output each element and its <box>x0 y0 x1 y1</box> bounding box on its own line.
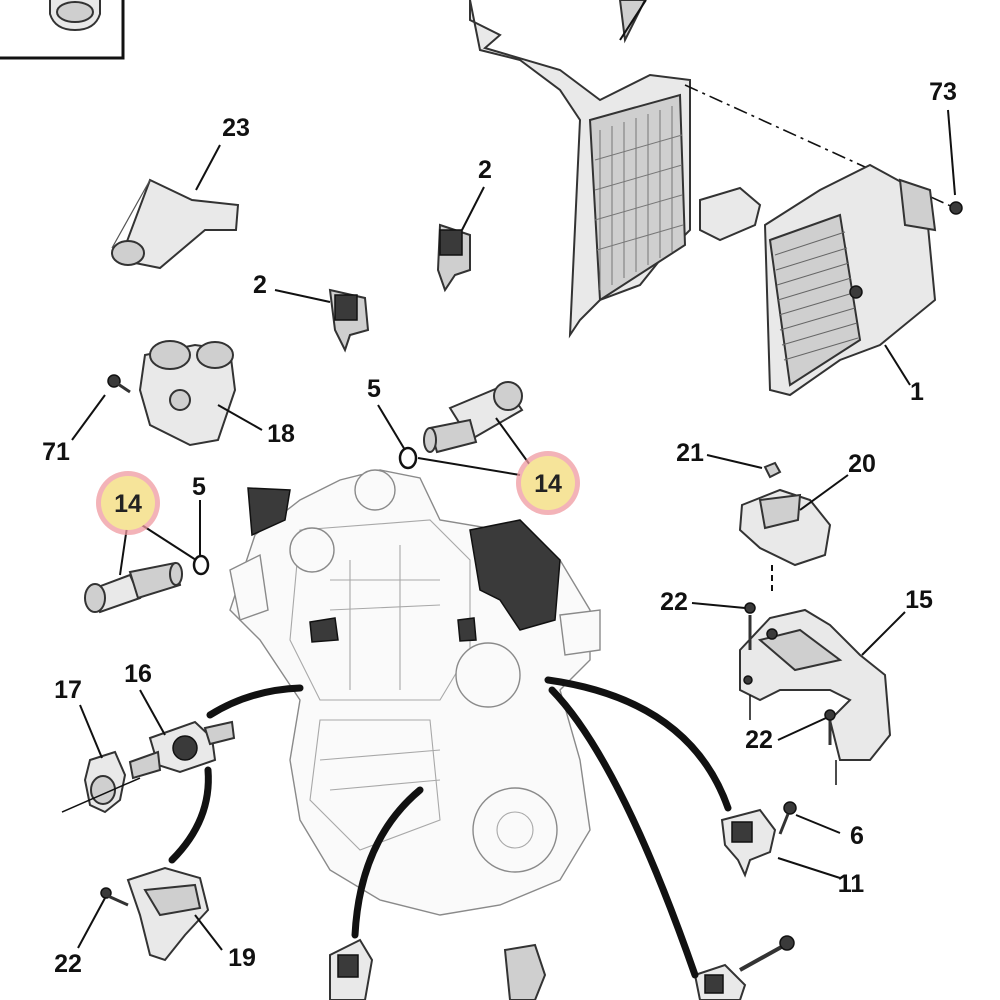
callout-15: 15 <box>905 586 933 614</box>
sensor-bottom-right <box>693 935 795 1000</box>
callout-6: 6 <box>850 822 864 850</box>
callout-14-upper: 14 <box>534 470 562 498</box>
bolt-6 <box>778 801 797 835</box>
callout-18: 18 <box>267 420 295 448</box>
callout-14-lower: 14 <box>114 490 142 518</box>
callout-2-lower: 2 <box>253 271 267 299</box>
callout-73: 73 <box>929 78 957 106</box>
callout-22-middle: 22 <box>745 726 773 754</box>
sensor-bottom-middle <box>503 943 547 1000</box>
sensor-bottom-left <box>329 938 374 1000</box>
thermostat-housing <box>138 340 237 447</box>
callout-5-upper: 5 <box>367 375 381 403</box>
o-ring-5-lower <box>192 554 210 576</box>
bolt-22-lower <box>100 887 129 907</box>
callout-2-upper: 2 <box>478 156 492 184</box>
sensor-2-lower <box>328 288 370 353</box>
o-ring-5-upper <box>398 446 418 470</box>
callout-16: 16 <box>124 660 152 688</box>
engine-mount-bracket-15 <box>739 602 892 785</box>
callout-23: 23 <box>222 114 250 142</box>
ecu-bracket <box>469 0 762 339</box>
callout-19: 19 <box>228 944 256 972</box>
engine-block <box>229 469 601 916</box>
highlight-badge-14-lower <box>96 471 160 535</box>
callout-1: 1 <box>910 378 924 406</box>
bolt-71 <box>107 374 131 394</box>
callout-labels: 73 23 2 2 1 5 14 71 18 14 5 21 20 22 15 … <box>42 78 957 978</box>
ecu-unit <box>763 163 963 397</box>
callout-21: 21 <box>676 439 704 467</box>
clamp-17 <box>61 750 141 814</box>
oil-solenoid-left <box>84 561 183 614</box>
callout-71: 71 <box>42 438 70 466</box>
callout-11: 11 <box>838 870 865 898</box>
inset-frame <box>0 0 125 60</box>
callout-22-lower: 22 <box>54 950 82 978</box>
callout-5-lower: 5 <box>192 473 206 501</box>
nut-21 <box>763 461 782 479</box>
callout-17: 17 <box>54 676 82 704</box>
sensor-16 <box>128 720 236 780</box>
callout-20: 20 <box>848 450 876 478</box>
leader-lines <box>71 109 956 951</box>
oil-solenoid-upper <box>423 381 524 454</box>
sensor-11 <box>720 808 777 878</box>
sensor-20 <box>738 488 832 595</box>
connection-lines <box>168 676 732 979</box>
heat-shield-sleeve <box>111 178 240 270</box>
callout-22-upper: 22 <box>660 588 688 616</box>
bracket-19 <box>126 866 210 962</box>
sensor-2-upper <box>436 223 471 293</box>
highlight-badge-14-upper <box>516 451 580 515</box>
